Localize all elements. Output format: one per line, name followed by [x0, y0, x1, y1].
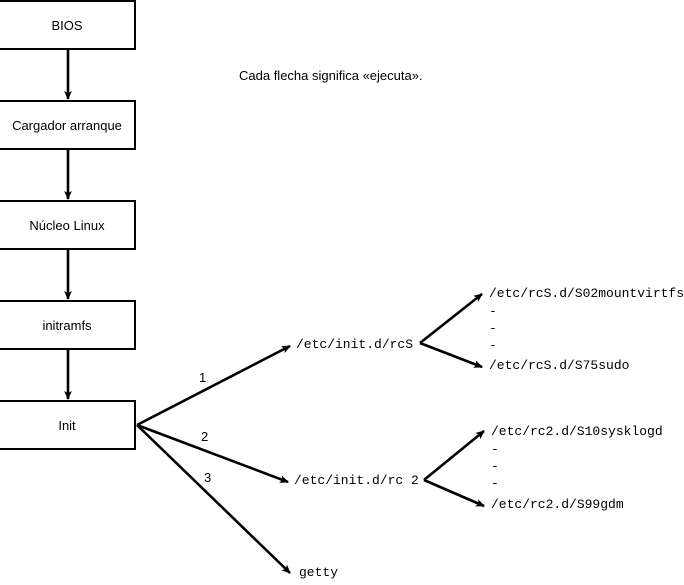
branch-number-3: 3: [204, 470, 212, 485]
box-kernel: Núcleo Linux: [0, 200, 136, 250]
target-getty-label: getty: [299, 565, 339, 580]
box-bootloader: Cargador arranque: [0, 100, 136, 150]
rc2-ellipsis-dash-2: -: [491, 459, 499, 474]
target-rc2-label: /etc/init.d/rc 2: [294, 473, 419, 488]
branch-number-1: 1: [199, 370, 207, 385]
rcS-ellipsis-dash-1: -: [489, 304, 497, 319]
rc2-script-last: /etc/rc2.d/S99gdm: [491, 497, 624, 512]
box-init: Init: [0, 400, 136, 450]
arrow-rcS-to-last-script: [419, 341, 483, 369]
rcS-ellipsis-dash-3: -: [489, 338, 497, 353]
branch-number-2: 2: [201, 429, 209, 444]
box-init-label: Init: [58, 417, 76, 433]
rc2-script-first: /etc/rc2.d/S10sysklogd: [491, 424, 663, 439]
box-initramfs-label: initramfs: [42, 317, 92, 333]
box-bios-label: BIOS: [51, 17, 83, 33]
arrow-init-to-getty: [136, 424, 291, 574]
arrow-init-to-rcS: [136, 344, 291, 427]
arrow-rcS-to-first-script: [419, 292, 483, 345]
arrow-rc2-to-last-script: [423, 478, 485, 508]
rc2-ellipsis-dash-3: -: [491, 476, 499, 491]
rc2-ellipsis-dash-1: -: [491, 442, 499, 457]
rcS-script-first: /etc/rcS.d/S02mountvirtfs: [489, 286, 684, 301]
box-initramfs: initramfs: [0, 300, 136, 350]
legend-note: Cada flecha significa «ejecuta».: [239, 68, 423, 83]
rcS-ellipsis-dash-2: -: [489, 321, 497, 336]
rcS-script-last: /etc/rcS.d/S75sudo: [489, 358, 630, 373]
box-bios: BIOS: [0, 0, 136, 50]
box-bootloader-label: Cargador arranque: [12, 117, 122, 133]
arrow-init-to-rc2: [136, 423, 289, 484]
arrow-rc2-to-first-script: [423, 429, 485, 482]
target-rcS-label: /etc/init.d/rcS: [296, 337, 414, 352]
box-kernel-label: Núcleo Linux: [29, 217, 105, 233]
